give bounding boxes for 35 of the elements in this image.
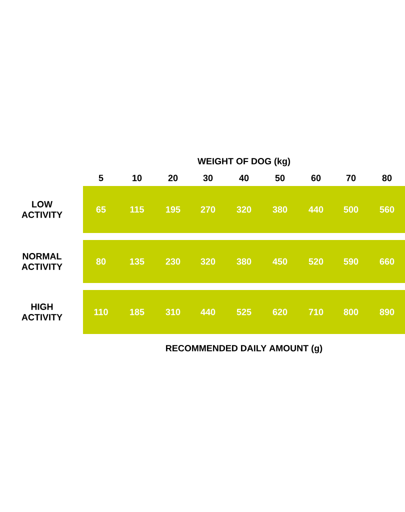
cell-value: 710 [308,308,324,316]
cell-value: 380 [272,206,288,213]
table-row [83,186,405,233]
cell-value: 660 [380,258,394,265]
cell-value: 590 [344,258,358,265]
cell-value: 65 [96,206,106,213]
cell-value: 185 [130,308,144,316]
cell-value: 440 [200,308,216,316]
cell-value: 320 [200,258,216,265]
cell-value: 890 [380,308,394,316]
cell-value: 620 [272,308,288,316]
row-header: NORMAL ACTIVITY [22,253,62,270]
cell-value: 800 [344,308,358,316]
cell-value: 135 [130,258,144,265]
cell-value: 525 [236,308,252,316]
cell-value: 195 [166,206,180,213]
cell-value: 110 [94,308,108,316]
axis-caption: RECOMMENDED DAILY AMOUNT (g) [166,344,322,354]
cell-value: 230 [166,258,180,265]
cell-value: 80 [96,258,106,265]
cell-value: 450 [272,258,288,265]
axis-title: WEIGHT OF DOG (kg) [198,158,290,166]
cell-value: 500 [344,206,358,213]
cell-value: 380 [236,258,252,265]
cell-value: 320 [236,206,252,213]
cell-value: 560 [380,206,394,213]
cell-value: 270 [200,206,216,213]
row-header: LOW ACTIVITY [22,201,62,218]
cell-value: 115 [130,206,144,213]
cell-value: 520 [308,258,324,265]
cell-value: 310 [166,308,180,316]
row-header: HIGH ACTIVITY [22,304,62,320]
cell-value: 440 [308,206,324,213]
table-row [83,240,405,283]
table-row [83,290,405,334]
